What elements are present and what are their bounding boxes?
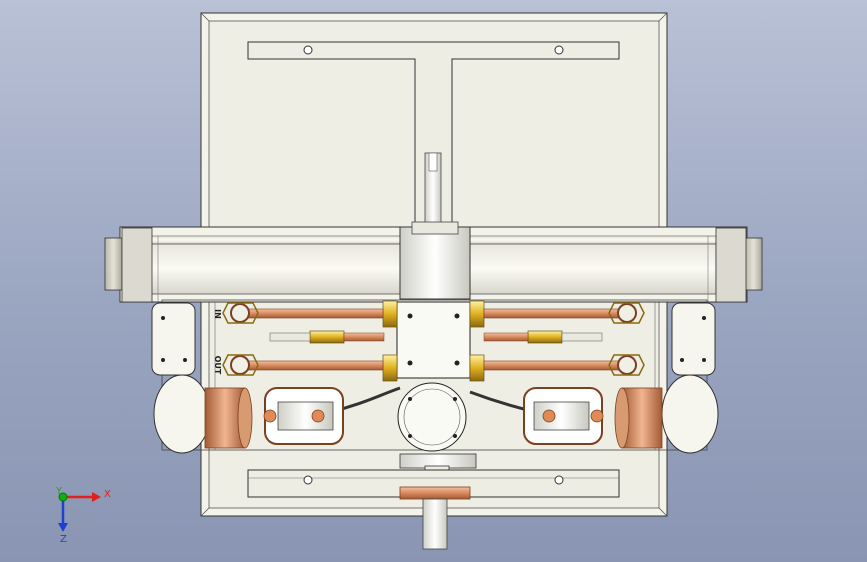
mount-hole [303, 45, 313, 55]
mount-hole [554, 45, 564, 55]
y-axis-marker [58, 492, 68, 502]
port-labels: IN OUT [213, 309, 222, 375]
mount-hole [554, 475, 564, 485]
left-mount-bracket [151, 302, 196, 376]
x-axis-label: X [104, 489, 111, 500]
in-port-label: IN [213, 309, 222, 319]
y-axis-label: Y [55, 486, 63, 497]
mount-hole [303, 475, 313, 485]
center-column [399, 221, 471, 300]
z-axis-label: Z [60, 534, 67, 545]
right-actuator-assembly [523, 302, 719, 454]
output-shaft [399, 486, 471, 550]
copper-pipes [222, 302, 645, 414]
brass-fittings [309, 300, 563, 382]
manifold-block [396, 301, 471, 379]
left-actuator-assembly [151, 302, 344, 454]
out-port-label: OUT [213, 356, 222, 375]
